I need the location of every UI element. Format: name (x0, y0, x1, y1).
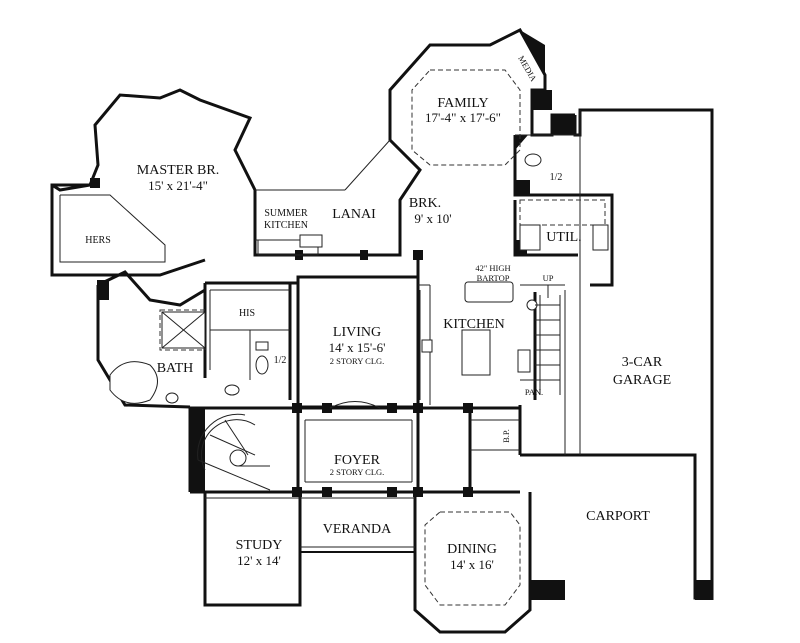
brk-label: BRK. (409, 196, 441, 211)
kitchen-label: KITCHEN (443, 317, 504, 332)
exterior-walls (50, 28, 714, 634)
his-label: HIS (239, 308, 255, 319)
summer-kitchen-line1: SUMMER (264, 208, 308, 219)
garage-line2: GARAGE (613, 373, 671, 388)
family-size: 17'-4" x 17'-6" (425, 110, 501, 125)
family-label: FAMILY (437, 96, 488, 111)
hers-label: HERS (85, 235, 111, 246)
bartop-line1: 42" HIGH (475, 263, 510, 273)
foyer-note: 2 STORY CLG. (330, 467, 385, 477)
study-label: STUDY (236, 538, 283, 553)
pan-label: PAN. (525, 387, 543, 397)
bath-label: BATH (157, 361, 194, 376)
half-bath-top-label: 1/2 (550, 172, 563, 183)
living-size: 14' x 15'-6' (329, 340, 386, 355)
dining-size: 14' x 16' (450, 557, 494, 572)
living-label: LIVING (333, 325, 381, 340)
bp-label: B.P. (501, 429, 511, 443)
up-label: UP (543, 273, 554, 283)
util-label: UTIL. (546, 230, 581, 245)
summer-kitchen-line2: KITCHEN (264, 220, 308, 231)
master-label: MASTER BR. (137, 163, 219, 178)
garage-line1: 3-CAR (622, 355, 663, 370)
master-size: 15' x 21'-4" (148, 178, 208, 193)
lanai-label: LANAI (332, 207, 376, 222)
fixtures (109, 153, 609, 404)
staircase-spiral (197, 413, 271, 491)
half-bath-mid-label: 1/2 (274, 355, 287, 366)
foyer-label: FOYER (334, 453, 381, 468)
dining-label: DINING (447, 542, 497, 557)
brk-size: 9' x 10' (414, 211, 451, 226)
veranda-label: VERANDA (323, 522, 392, 537)
interior-lines (59, 110, 581, 548)
living-note: 2 STORY CLG. (330, 356, 385, 366)
bartop-line2: BARTOP (477, 273, 510, 283)
study-size: 12' x 14' (237, 553, 281, 568)
carport-label: CARPORT (586, 509, 650, 524)
staircase-straight (535, 285, 561, 395)
